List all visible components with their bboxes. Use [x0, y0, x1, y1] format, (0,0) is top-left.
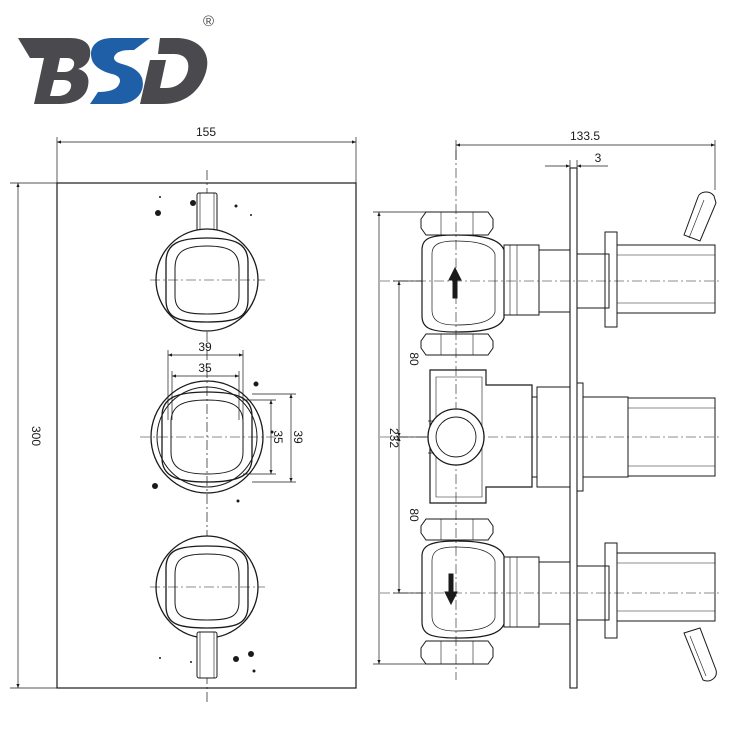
brand-logo: ®: [18, 13, 214, 104]
registered-mark: ®: [203, 13, 214, 30]
lower-valve-body: [421, 540, 571, 639]
lower-middle-nut: [420, 518, 494, 541]
upper-valve-body: [421, 234, 571, 333]
dim-ring-outer-height: 39: [291, 430, 305, 444]
middle-valve-body: [427, 369, 716, 504]
dim-ring-outer-width: 39: [198, 340, 212, 354]
logo-letter-b: [18, 38, 91, 104]
side-view: [380, 150, 720, 689]
bottom-handle: [150, 535, 265, 679]
cover-plate: [56, 182, 357, 689]
middle-knob: [140, 380, 275, 494]
upper-trim: [576, 191, 717, 328]
dim-upper-spacing: 80: [407, 352, 421, 366]
logo-letter-d: [140, 38, 208, 104]
dim-ring-inner-width: 35: [198, 361, 212, 375]
dim-ring-inner-height: 35: [271, 430, 285, 444]
top-hex-nut: [420, 211, 494, 236]
front-view: [56, 170, 357, 705]
top-handle: [150, 192, 265, 332]
indicator-dots: [152, 196, 274, 673]
dim-plate-thickness: 3: [595, 151, 602, 165]
upper-middle-nut: [420, 333, 494, 356]
dim-overall-width: 155: [196, 125, 216, 139]
dim-overall-height: 300: [29, 426, 43, 446]
dim-overall-depth: 133.5: [570, 129, 600, 143]
dim-lower-spacing: 80: [407, 508, 421, 522]
dim-total-height: 232: [387, 428, 401, 448]
side-dimensions: [373, 140, 716, 665]
mounting-plate: [569, 167, 578, 689]
logo-letter-s: [90, 38, 150, 104]
front-dimensions: [10, 137, 357, 689]
bottom-hex-nut: [420, 640, 494, 665]
lower-trim: [576, 542, 717, 682]
